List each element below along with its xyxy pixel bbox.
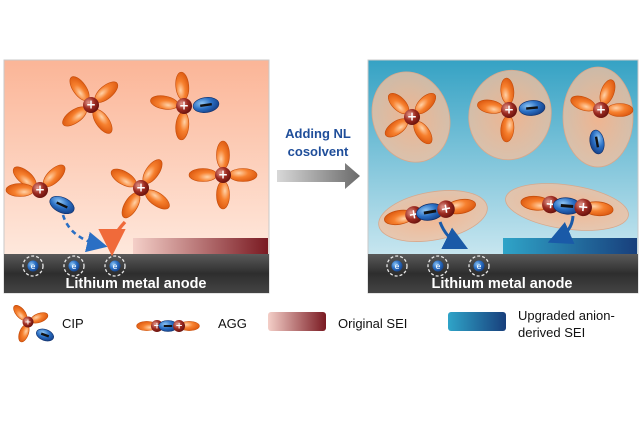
arrow-label-line2: cosolvent [288, 144, 349, 159]
cation-sign: + [86, 97, 96, 111]
legend-cip-label: CIP [62, 316, 84, 331]
legend-original-sei-label: Original SEI [338, 316, 407, 331]
solvent-reduction-arrow [98, 220, 127, 257]
cip-cluster: + [110, 159, 170, 219]
electron-symbol: e [477, 262, 482, 271]
cation [404, 109, 420, 125]
legend-original-sei-swatch [268, 312, 326, 331]
cation [173, 320, 185, 332]
cation [437, 200, 455, 218]
anion-sign [526, 106, 538, 110]
electron-symbol: e [72, 262, 77, 271]
cation [22, 316, 34, 328]
legend-upgraded-sei-swatch [448, 312, 506, 331]
anion-sign [594, 136, 600, 148]
original-sei-layer [133, 238, 268, 255]
anion-sign [56, 201, 68, 209]
cation-sign: + [175, 321, 182, 331]
cation [176, 98, 192, 114]
arrow-label-line1: Adding NL [285, 126, 351, 141]
anion-sign [40, 332, 50, 338]
cip-cluster: + [188, 140, 258, 210]
anion-sign [560, 203, 574, 209]
solvent-molecule [216, 140, 230, 170]
cation-sign: + [504, 102, 514, 116]
agg-cluster: ++ [384, 198, 476, 226]
cation-sign: + [136, 180, 146, 194]
cation-sign: + [153, 321, 160, 331]
electron-symbol: e [31, 262, 36, 271]
electron-symbol: e [395, 262, 400, 271]
anion-reduction-arrow [61, 214, 108, 253]
agg-cluster: ++ [520, 195, 614, 217]
cip-cluster: + [570, 79, 634, 155]
cation [593, 102, 609, 118]
right-anode-label: Lithium metal anode [432, 276, 573, 292]
cation-sign: + [179, 98, 189, 112]
legend-upgraded-sei-label-2: derived SEI [518, 325, 585, 340]
electron-symbol: e [436, 262, 441, 271]
cation-sign: + [35, 182, 45, 196]
electron: e [386, 255, 408, 277]
cip-cluster: + [477, 77, 546, 143]
anion-sign [423, 209, 437, 215]
cation-sign: + [596, 102, 606, 116]
electron: e [468, 255, 490, 277]
legend-cip-icon: + [13, 305, 54, 343]
electron: e [427, 255, 449, 277]
cation [501, 102, 517, 118]
legend-upgraded-sei-label-1: Upgraded anion- [518, 308, 615, 323]
cation [215, 167, 231, 183]
cation-sign: + [577, 200, 589, 216]
cip-cluster: + [384, 92, 437, 145]
solvent-molecule [216, 180, 230, 210]
cation [32, 182, 48, 198]
solvent-molecule [5, 183, 35, 197]
cip-cluster: + [5, 164, 75, 215]
legend-agg-icon: ++ [136, 320, 200, 332]
anion-reduction-arrow [547, 215, 575, 244]
transition-arrow: Adding NL cosolvent [277, 126, 360, 189]
solvent-molecule [606, 103, 634, 117]
upgraded-sei-layer [503, 238, 637, 255]
electron: e [22, 255, 44, 277]
cation [574, 198, 592, 217]
cation-sign: + [545, 197, 557, 213]
left-anode [4, 254, 269, 293]
left-anode-label: Lithium metal anode [66, 276, 207, 292]
solvent-molecule [228, 168, 258, 182]
cation [133, 180, 149, 196]
electron-symbol: e [113, 262, 118, 271]
cation-sign: + [25, 316, 32, 326]
right-anode [368, 254, 638, 293]
cation-sign: + [218, 167, 228, 181]
solvent-molecule [188, 168, 218, 182]
cation-sign: + [439, 201, 452, 218]
cip-cluster: + [62, 76, 119, 134]
cip-cluster: + [150, 71, 220, 141]
cation-sign: + [407, 109, 417, 123]
reduction-arrows [61, 214, 575, 257]
cation [83, 97, 99, 113]
solvation-structures: ++++++++++++ [5, 71, 634, 226]
anion-reduction-arrow [438, 221, 469, 250]
legend-agg-label: AGG [218, 316, 247, 331]
electron: e [63, 255, 85, 277]
anion-sign [200, 102, 212, 108]
legend: +++ CIP AGG Original SEI Upgraded anion-… [13, 305, 615, 343]
